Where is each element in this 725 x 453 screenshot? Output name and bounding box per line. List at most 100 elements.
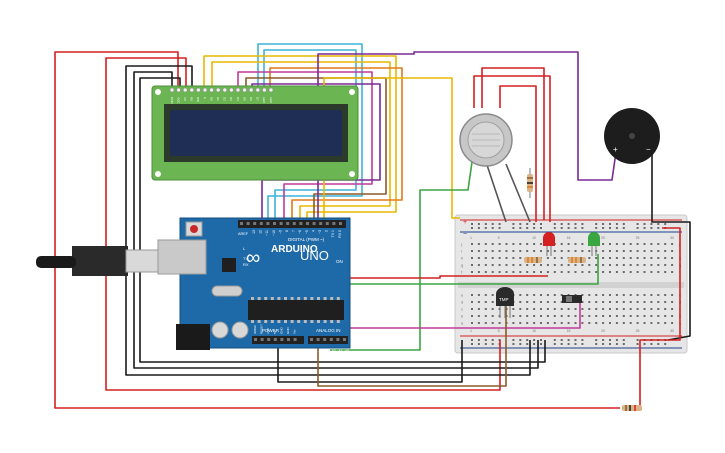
breadboard-hole[interactable] <box>643 243 646 245</box>
breadboard-hole[interactable] <box>567 339 570 341</box>
breadboard-hole[interactable] <box>540 301 542 303</box>
breadboard-hole[interactable] <box>512 339 515 341</box>
lcd-pin[interactable] <box>215 87 221 93</box>
breadboard-hole[interactable] <box>657 257 660 259</box>
breadboard-hole[interactable] <box>546 257 549 259</box>
header-pin[interactable] <box>316 338 320 341</box>
breadboard-hole[interactable] <box>540 227 542 229</box>
breadboard-hole[interactable] <box>671 243 674 245</box>
breadboard-hole[interactable] <box>560 257 563 259</box>
breadboard-hole[interactable] <box>471 294 473 296</box>
breadboard-hole[interactable] <box>602 223 605 225</box>
breadboard-hole[interactable] <box>498 227 501 229</box>
breadboard-hole[interactable] <box>484 339 487 341</box>
breadboard-hole[interactable] <box>609 308 611 310</box>
breadboard-hole[interactable] <box>533 250 536 252</box>
breadboard-hole[interactable] <box>533 271 536 273</box>
breadboard-hole[interactable] <box>533 301 536 303</box>
breadboard-hole[interactable] <box>540 264 542 266</box>
breadboard-hole[interactable] <box>519 339 522 341</box>
breadboard-hole[interactable] <box>553 264 556 266</box>
breadboard-hole[interactable] <box>512 343 515 345</box>
breadboard-hole[interactable] <box>664 301 667 303</box>
breadboard-hole[interactable] <box>609 343 611 345</box>
breadboard-hole[interactable] <box>622 294 625 296</box>
breadboard-hole[interactable] <box>519 271 522 273</box>
header-pin[interactable] <box>343 338 346 341</box>
breadboard-hole[interactable] <box>595 315 598 317</box>
breadboard-hole[interactable] <box>615 271 618 273</box>
breadboard-hole[interactable] <box>560 308 563 310</box>
breadboard-hole[interactable] <box>595 339 598 341</box>
breadboard-hole[interactable] <box>622 343 625 345</box>
breadboard-hole[interactable] <box>553 250 556 252</box>
breadboard-hole[interactable] <box>629 294 632 296</box>
breadboard-hole[interactable] <box>505 271 508 273</box>
breadboard-hole[interactable] <box>505 264 508 266</box>
breadboard-hole[interactable] <box>567 308 570 310</box>
breadboard-hole[interactable] <box>622 250 625 252</box>
header-pin[interactable] <box>299 222 303 225</box>
breadboard-hole[interactable] <box>553 223 556 225</box>
breadboard-hole[interactable] <box>615 257 618 259</box>
breadboard-hole[interactable] <box>484 308 487 310</box>
breadboard-hole[interactable] <box>622 257 625 259</box>
breadboard-hole[interactable] <box>609 257 611 259</box>
breadboard-hole[interactable] <box>588 271 591 273</box>
breadboard-hole[interactable] <box>636 227 639 229</box>
breadboard-hole[interactable] <box>491 243 494 245</box>
breadboard-hole[interactable] <box>484 322 487 324</box>
breadboard-hole[interactable] <box>595 322 598 324</box>
breadboard-hole[interactable] <box>560 301 563 303</box>
breadboard-hole[interactable] <box>546 294 549 296</box>
header-pin[interactable] <box>336 338 340 341</box>
breadboard-hole[interactable] <box>636 315 639 317</box>
breadboard-hole[interactable] <box>498 322 501 324</box>
breadboard-hole[interactable] <box>650 264 653 266</box>
breadboard-hole[interactable] <box>588 264 591 266</box>
breadboard-hole[interactable] <box>484 301 487 303</box>
breadboard-hole[interactable] <box>512 322 515 324</box>
breadboard-hole[interactable] <box>560 271 563 273</box>
breadboard-hole[interactable] <box>533 315 536 317</box>
breadboard-hole[interactable] <box>471 257 473 259</box>
breadboard-hole[interactable] <box>567 343 570 345</box>
breadboard-hole[interactable] <box>560 343 563 345</box>
breadboard-hole[interactable] <box>471 308 473 310</box>
breadboard-hole[interactable] <box>540 294 542 296</box>
lcd-pin[interactable] <box>196 87 201 93</box>
breadboard-hole[interactable] <box>588 294 591 296</box>
breadboard-hole[interactable] <box>650 343 653 345</box>
lcd-pin[interactable] <box>176 87 181 93</box>
breadboard-hole[interactable] <box>540 343 542 345</box>
breadboard-hole[interactable] <box>574 264 577 266</box>
breadboard-hole[interactable] <box>574 322 577 324</box>
breadboard-hole[interactable] <box>574 223 577 225</box>
header-pin[interactable] <box>339 222 342 225</box>
breadboard-hole[interactable] <box>519 257 522 259</box>
breadboard-hole[interactable] <box>615 243 618 245</box>
breadboard-hole[interactable] <box>491 322 494 324</box>
breadboard-hole[interactable] <box>553 257 556 259</box>
breadboard-hole[interactable] <box>505 243 508 245</box>
lcd-pin[interactable] <box>255 87 261 93</box>
breadboard-hole[interactable] <box>491 271 494 273</box>
breadboard-hole[interactable] <box>588 315 591 317</box>
breadboard-hole[interactable] <box>615 343 618 345</box>
breadboard-hole[interactable] <box>574 315 577 317</box>
breadboard-hole[interactable] <box>471 264 473 266</box>
breadboard-hole[interactable] <box>671 264 674 266</box>
breadboard-hole[interactable] <box>498 271 501 273</box>
breadboard-hole[interactable] <box>477 223 480 225</box>
lcd-pin[interactable] <box>235 87 241 93</box>
breadboard-hole[interactable] <box>581 301 584 303</box>
breadboard-hole[interactable] <box>498 250 501 252</box>
breadboard-hole[interactable] <box>671 257 674 259</box>
lcd-pin[interactable] <box>169 87 175 93</box>
breadboard-hole[interactable] <box>636 301 639 303</box>
breadboard-hole[interactable] <box>540 271 542 273</box>
breadboard-hole[interactable] <box>560 294 563 296</box>
breadboard-hole[interactable] <box>602 308 605 310</box>
breadboard-hole[interactable] <box>553 322 556 324</box>
breadboard-hole[interactable] <box>491 250 494 252</box>
